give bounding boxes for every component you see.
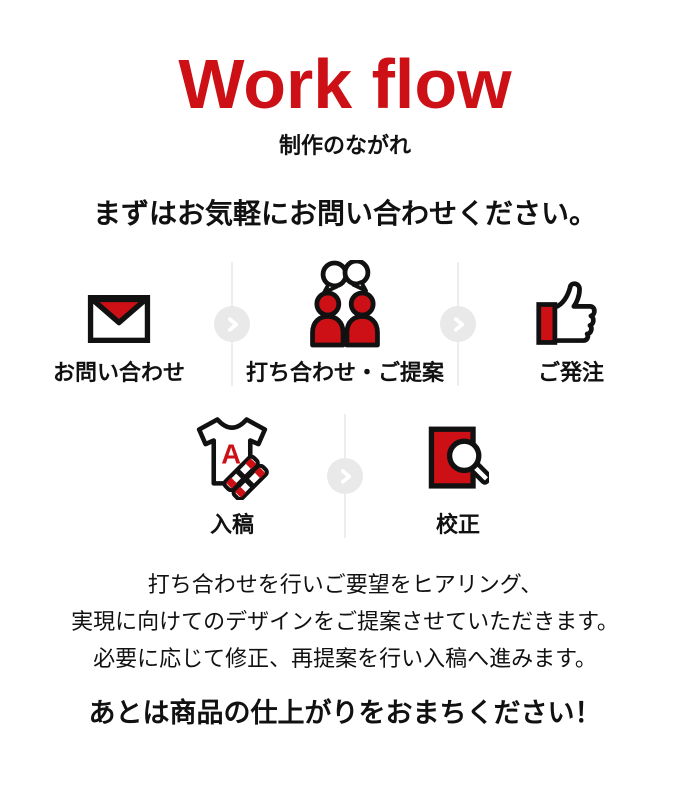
description-line: 実現に向けてのデザインをご提案させていただきます。 <box>71 609 619 635</box>
steps-row-1: お問い合わせ 打ち <box>0 260 690 387</box>
flow-divider <box>327 414 363 539</box>
step-label-order: ご発注 <box>537 360 604 386</box>
chevron-right-icon <box>440 306 476 343</box>
envelope-icon <box>87 262 151 348</box>
step-label-meeting: 打ち合わせ・ご提案 <box>245 360 444 386</box>
description-text: 打ち合わせを行いご要望をヒアリング、 実現に向けてのデザインをご提案させていただ… <box>0 566 690 677</box>
description-line: 打ち合わせを行いご要望をヒアリング、 <box>147 572 543 598</box>
proof-magnifier-icon <box>427 414 489 500</box>
description-line: 必要に応じて修正、再提案を行い入稿へ進みます。 <box>93 646 597 672</box>
step-label-contact: お問い合わせ <box>52 360 185 386</box>
thumbs-up-icon <box>534 262 608 348</box>
meeting-people-icon <box>303 260 387 348</box>
step-submission: A 入稿 <box>120 414 344 538</box>
step-proof: 校正 <box>346 414 570 538</box>
flow-divider <box>214 262 250 387</box>
tshirt-submission-icon: A <box>190 414 274 501</box>
flow-divider <box>440 262 476 387</box>
step-order: ご発注 <box>459 262 683 386</box>
closing-text: あとは商品の仕上がりをおまちください！ <box>88 698 602 729</box>
step-contact: お問い合わせ <box>7 262 231 386</box>
page-subtitle: 制作のながれ <box>278 133 411 158</box>
page-title: Work flow <box>178 45 512 123</box>
step-meeting: 打ち合わせ・ご提案 <box>233 260 457 386</box>
tshirt-letter: A <box>221 439 241 470</box>
lead-text: まずはお気軽にお問い合わせください。 <box>92 197 597 229</box>
step-label-submission: 入稿 <box>209 512 254 538</box>
chevron-right-icon <box>214 306 250 343</box>
steps-row-2: A 入稿 <box>0 414 690 539</box>
chevron-right-icon <box>327 458 363 495</box>
step-label-proof: 校正 <box>435 512 480 538</box>
